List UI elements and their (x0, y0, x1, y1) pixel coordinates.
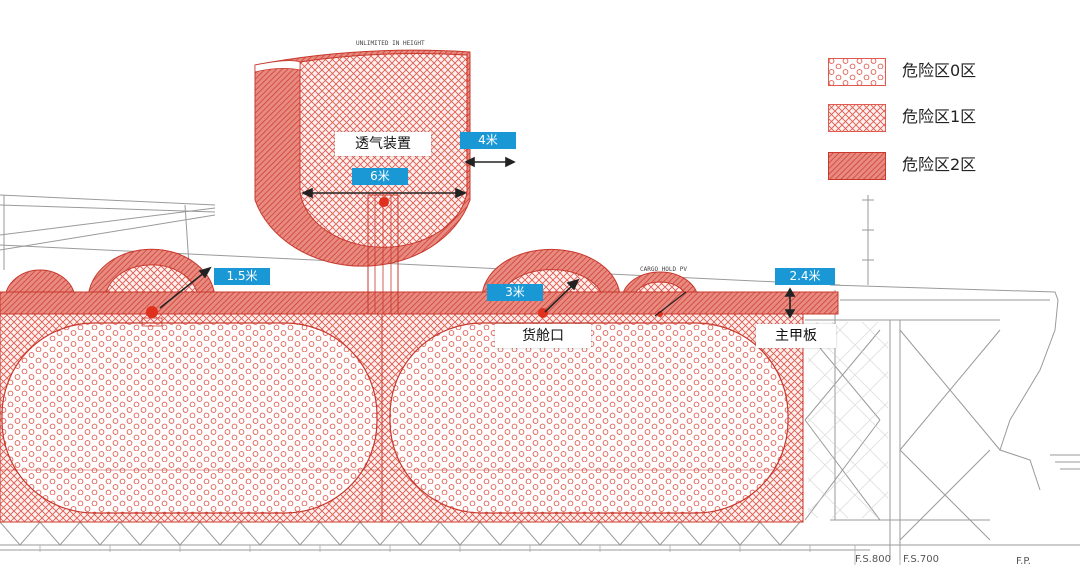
station-fs700: F.S.700 (903, 554, 939, 565)
bow-bracing (808, 322, 888, 518)
legend-zone2: 危险区2区 (828, 150, 1028, 182)
legend-zone0-label: 危险区0区 (902, 61, 977, 80)
legend-zone2-swatch (828, 152, 886, 180)
station-fs800: F.S.800 (855, 554, 891, 565)
dimension-lines (159, 156, 796, 319)
zone0-cargo-tanks (0, 314, 790, 522)
cargo-hold-note: CARGO HOLD PV (640, 266, 687, 273)
dim-tag-4m: 4米 (460, 132, 516, 149)
zone2-deck-band (0, 291, 839, 315)
legend-zone0-swatch (828, 58, 886, 86)
dim-tag-1-5m: 1.5米 (214, 268, 270, 285)
station-fp: F.P. (1016, 556, 1031, 567)
legend-zone2-label: 危险区2区 (902, 155, 977, 174)
dim-tag-2-4m: 2.4米 (775, 268, 835, 285)
main-deck-label: 主甲板 (756, 324, 836, 348)
dim-tag-3m: 3米 (487, 284, 543, 301)
legend-zone0: 危险区0区 (828, 56, 1028, 88)
station-ticks (39, 545, 901, 565)
legend-zone1-swatch (828, 104, 886, 132)
dim-tag-6m: 6米 (352, 168, 408, 185)
vent-height-note: UNLIMITED IN HEIGHT (356, 40, 425, 47)
legend-zone1: 危险区1区 (828, 102, 1028, 134)
legend-zone1-label: 危险区1区 (902, 107, 977, 126)
vent-label: 透气装置 (335, 132, 431, 156)
hatch-label: 货舱口 (495, 324, 591, 348)
